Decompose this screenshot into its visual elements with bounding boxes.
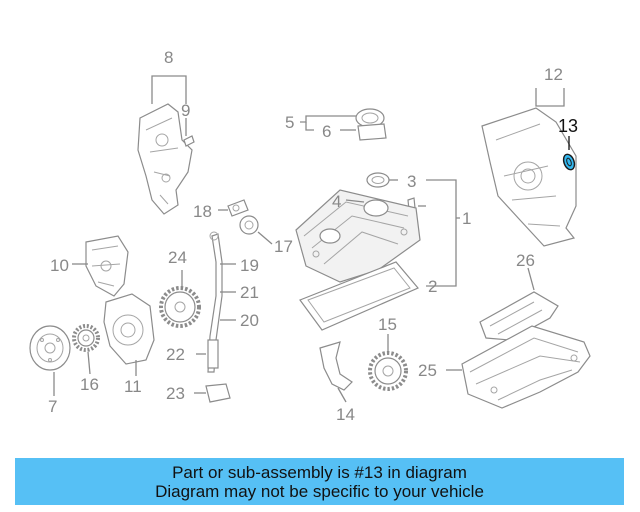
part-9-bolt[interactable] [183, 135, 195, 147]
callout-2: 2 [428, 277, 437, 296]
banner-line-1: Part or sub-assembly is #13 in diagram [172, 462, 467, 482]
callout-12: 12 [544, 65, 563, 84]
part-13-seal-highlight[interactable] [562, 153, 577, 171]
part-19-22-dipstick[interactable] [207, 231, 223, 373]
part-25-oil-pan[interactable] [461, 325, 591, 409]
callout-13: 13 [558, 116, 578, 136]
callout-19: 19 [240, 256, 259, 275]
part-24-sprocket[interactable] [159, 286, 201, 328]
part-6-cap-seal[interactable] [357, 123, 387, 141]
part-14-bearing-shell[interactable] [319, 341, 353, 391]
part-12-rear-cover[interactable] [481, 107, 577, 247]
part-18-sensor[interactable] [227, 199, 249, 217]
callout-25: 25 [418, 361, 437, 380]
part-3-seal[interactable] [366, 172, 390, 188]
callout-20: 20 [240, 311, 259, 330]
part-8-timing-cover[interactable] [137, 103, 193, 215]
part-7-pulley[interactable] [29, 325, 71, 371]
part-17-tensioner[interactable] [239, 215, 259, 235]
banner-line-2: Diagram may not be specific to your vehi… [155, 481, 484, 501]
callout-16: 16 [80, 375, 99, 394]
part-26-baffle[interactable] [479, 291, 559, 341]
callout-8: 8 [164, 48, 173, 67]
part-16-gear[interactable] [72, 324, 100, 352]
callout-6: 6 [322, 122, 331, 141]
callout-11: 11 [124, 377, 142, 396]
part-11-cover[interactable] [103, 293, 155, 365]
callout-15: 15 [378, 315, 397, 334]
callout-labels: 8 9 5 6 3 4 1 2 12 13 18 17 10 24 19 21 … [48, 48, 578, 424]
part-2-gasket[interactable] [299, 261, 419, 331]
callout-17: 17 [274, 237, 293, 256]
leader-lines [53, 75, 570, 403]
part-23-filter-housing[interactable] [205, 383, 231, 403]
callout-1: 1 [462, 209, 471, 228]
part-15-gear[interactable] [368, 351, 408, 391]
callout-10: 10 [50, 256, 69, 275]
part-10-cover[interactable] [85, 235, 129, 297]
callout-4: 4 [332, 192, 341, 211]
callout-9: 9 [181, 101, 190, 120]
callout-7: 7 [48, 397, 57, 416]
callout-14: 14 [336, 405, 355, 424]
info-banner: Part or sub-assembly is #13 in diagram D… [15, 458, 624, 505]
callout-5: 5 [285, 113, 294, 132]
callout-22: 22 [166, 345, 185, 364]
part-1-valve-cover[interactable] [295, 189, 421, 283]
callout-24: 24 [168, 248, 187, 267]
callout-23: 23 [166, 384, 185, 403]
callout-18: 18 [193, 202, 212, 221]
callout-3: 3 [407, 172, 416, 191]
callout-21: 21 [240, 283, 259, 302]
callout-26: 26 [516, 251, 535, 270]
